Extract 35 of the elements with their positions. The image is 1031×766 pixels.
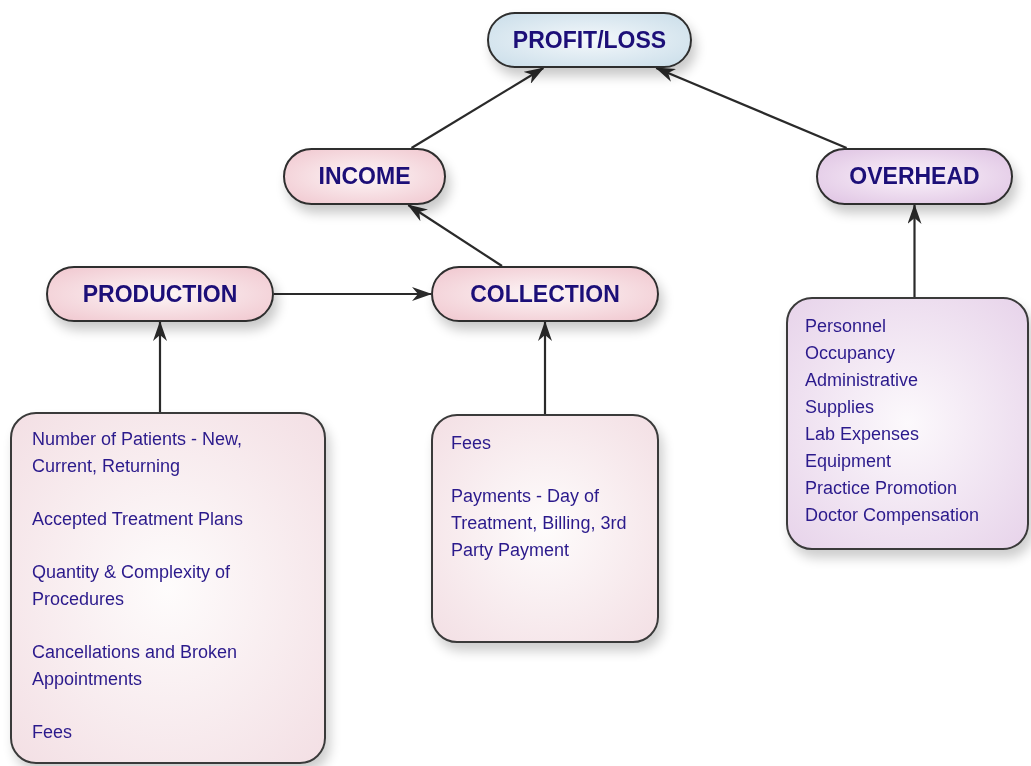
rounded-box (283, 148, 446, 205)
box-title: PROFIT/LOSS (512, 26, 667, 54)
list-item: Payments - Day of Treatment, Billing, 3rd Party Payment (451, 485, 628, 562)
details-box (786, 297, 1029, 550)
list-item: Fees (32, 721, 74, 744)
rounded-box (46, 266, 274, 322)
details-box (10, 412, 326, 764)
list-item: Supplies (805, 396, 876, 419)
list-item: Personnel (805, 315, 888, 338)
list-item: Doctor Compensation (805, 504, 981, 527)
arrow (274, 287, 432, 301)
arrow (907, 204, 922, 297)
list-item: Equipment (805, 450, 893, 473)
list-item: Lab Expenses (805, 423, 921, 446)
rounded-box (431, 266, 659, 322)
rounded-box (816, 148, 1013, 205)
list-item: Accepted Treatment Plans (32, 508, 245, 531)
list-item: Occupancy (805, 342, 897, 365)
list-item: Quantity & Complexity of Procedures (32, 561, 232, 611)
list-item: Practice Promotion (805, 477, 959, 500)
box-title: PRODUCTION (82, 280, 238, 308)
box-title: COLLECTION (470, 280, 620, 308)
list-item: Number of Patients - New, Current, Returning (32, 428, 244, 478)
box-title: INCOME (318, 163, 411, 190)
arrow (407, 204, 503, 267)
arrow (153, 321, 167, 412)
list-item: Cancellations and Broken Appointments (32, 641, 239, 691)
list-item: Fees (451, 432, 493, 455)
list-item: Administrative (805, 369, 920, 392)
rounded-box (487, 12, 692, 68)
arrow (655, 67, 848, 149)
arrow (410, 67, 545, 149)
arrow (538, 321, 552, 414)
box-title: OVERHEAD (849, 163, 980, 190)
details-box (431, 414, 659, 643)
